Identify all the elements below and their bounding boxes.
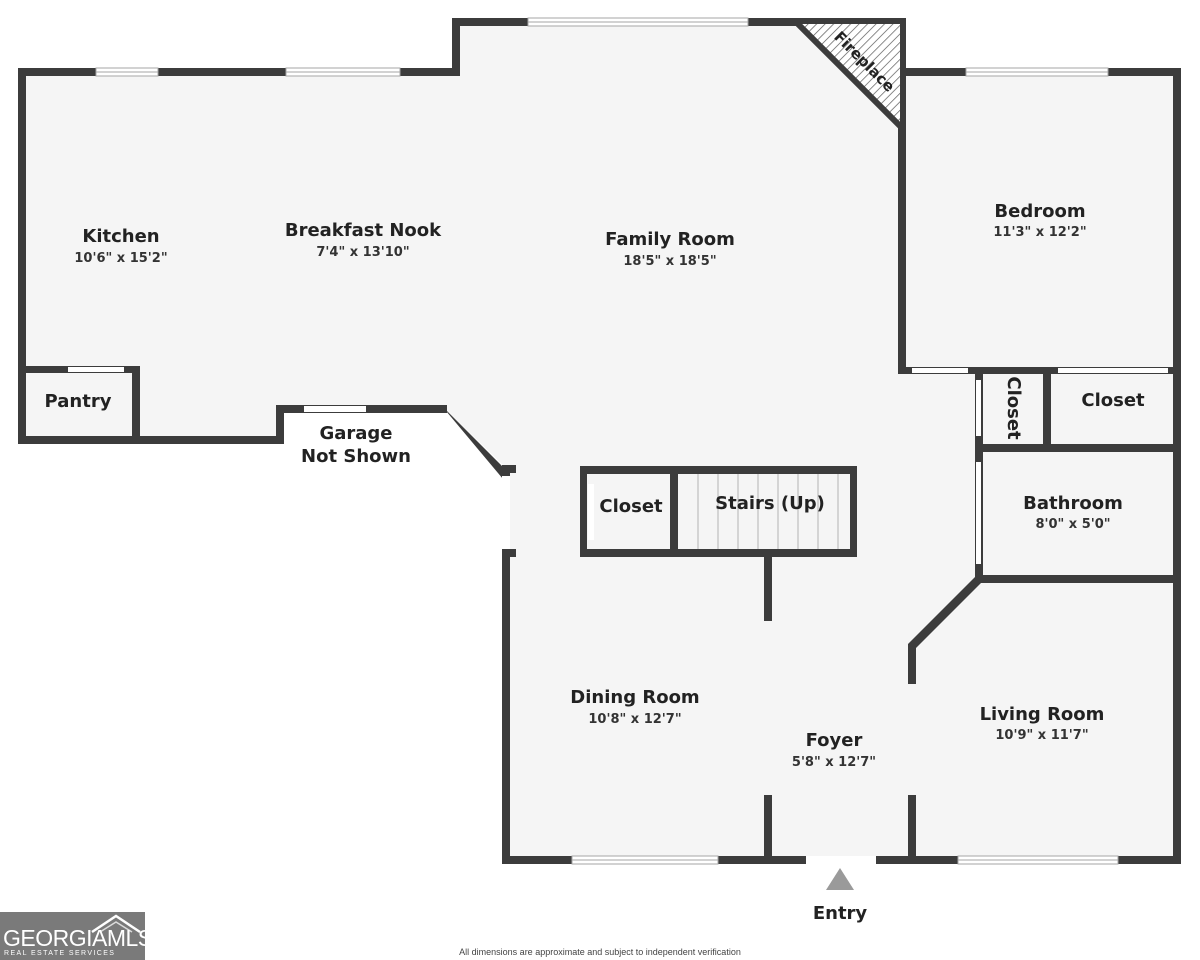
family-room-label: Family Room bbox=[605, 229, 735, 250]
logo-brand: GEORGIAMLS bbox=[3, 925, 153, 951]
closet-vertical-label: Closet bbox=[1003, 376, 1024, 440]
stairs-label: Stairs (Up) bbox=[715, 493, 825, 514]
bathroom-label: Bathroom bbox=[1023, 493, 1123, 514]
living-room-label: Living Room bbox=[980, 704, 1105, 725]
door-openings bbox=[68, 367, 1168, 864]
entry-arrow-icon bbox=[826, 868, 854, 890]
roof-icon bbox=[91, 914, 141, 934]
kitchen-dims: 10'6" x 15'2" bbox=[74, 251, 167, 266]
georgia-mls-logo: GEORGIAMLS REAL ESTATE SERVICES bbox=[0, 912, 153, 960]
dining-room-label: Dining Room bbox=[570, 687, 699, 708]
garage-note: Not Shown bbox=[301, 446, 411, 467]
bedroom-label: Bedroom bbox=[994, 201, 1085, 222]
floor-area bbox=[22, 22, 1177, 860]
closet-stairs-label: Closet bbox=[599, 496, 663, 517]
stair-treads bbox=[697, 474, 839, 549]
foyer-dims: 5'8" x 12'7" bbox=[792, 755, 876, 770]
closet-right-label: Closet bbox=[1081, 390, 1145, 411]
bedroom-dims: 11'3" x 12'2" bbox=[993, 225, 1086, 240]
foyer-label: Foyer bbox=[806, 730, 863, 751]
breakfast-nook-label: Breakfast Nook bbox=[285, 220, 442, 241]
disclaimer-text: All dimensions are approximate and subje… bbox=[459, 947, 741, 957]
windows bbox=[95, 17, 1119, 865]
dining-room-dims: 10'8" x 12'7" bbox=[588, 712, 681, 727]
entry-label: Entry bbox=[813, 903, 868, 924]
living-room-dims: 10'9" x 11'7" bbox=[995, 728, 1088, 743]
garage-label: Garage bbox=[319, 423, 392, 444]
logo-tagline: REAL ESTATE SERVICES bbox=[4, 950, 116, 957]
breakfast-nook-dims: 7'4" x 13'10" bbox=[316, 245, 409, 260]
bathroom-dims: 8'0" x 5'0" bbox=[1035, 517, 1110, 532]
pantry-label: Pantry bbox=[45, 391, 112, 412]
family-room-dims: 18'5" x 18'5" bbox=[623, 254, 716, 269]
kitchen-label: Kitchen bbox=[82, 226, 159, 247]
